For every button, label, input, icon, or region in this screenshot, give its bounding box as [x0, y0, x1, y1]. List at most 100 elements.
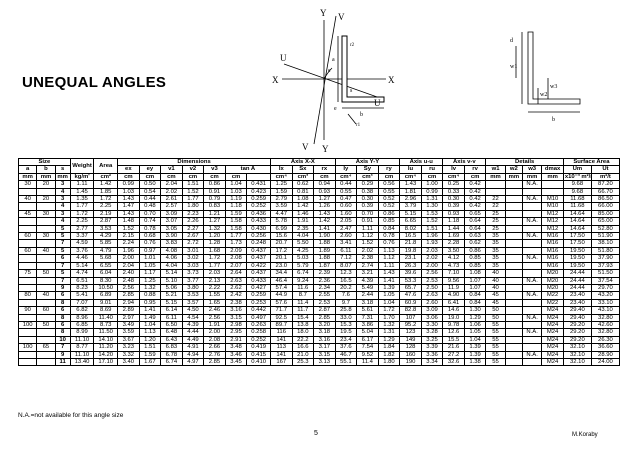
table-cell: [504, 283, 523, 293]
table-cell: 2.22: [203, 283, 226, 293]
table-cell: 1.39: [463, 350, 487, 359]
table-cell: 0.431: [246, 180, 272, 189]
table-cell: 1.04: [463, 335, 487, 345]
table-cell: 1.60: [334, 209, 358, 219]
table-cell: 11.4: [291, 298, 315, 308]
table-cell: 21.8: [399, 239, 422, 248]
table-cell: 3.59: [270, 202, 293, 211]
table-cell: 1.17: [138, 269, 162, 278]
table-cell: 2.98: [224, 320, 248, 330]
col-ry: ry: [377, 165, 401, 174]
table-cell: 2.66: [203, 343, 226, 352]
table-cell: [36, 224, 56, 234]
table-cell: 89.7: [270, 320, 293, 330]
table-cell: 8.69: [93, 306, 119, 315]
table-cell: 51.50: [590, 269, 621, 278]
table-cell: [521, 209, 543, 219]
table-cell: 3.18: [313, 328, 336, 337]
table-cell: 0.410: [246, 357, 272, 367]
table-cell: 4.39: [356, 276, 379, 285]
table-cell: 0.62: [463, 239, 487, 248]
table-cell: M16: [541, 232, 564, 241]
table-cell: 2.09: [224, 246, 248, 256]
table-cell: 6.43: [160, 335, 183, 345]
table-cell: 0.259: [246, 195, 272, 204]
table-cell: 1.46: [291, 209, 315, 219]
table-cell: 16.5: [399, 232, 422, 241]
table-cell: 0.42: [463, 187, 487, 197]
unit-cell: cm²: [93, 172, 119, 182]
table-cell: 1.28: [203, 239, 226, 248]
table-cell: 6.89: [93, 291, 119, 300]
label-x-right: X: [388, 75, 395, 85]
table-cell: [36, 357, 56, 367]
table-cell: 7.12: [334, 254, 358, 263]
table-cell: 2.56: [420, 269, 444, 278]
table-cell: 2.15: [117, 232, 140, 241]
table-cell: [521, 261, 543, 271]
table-cell: 149: [399, 335, 422, 345]
table-cell: 5.85: [93, 239, 119, 248]
table-cell: 0.65: [463, 209, 487, 219]
table-cell: 6.14: [160, 306, 183, 315]
table-cell: 37.90: [590, 254, 621, 263]
label-b: b: [360, 112, 363, 118]
table-cell: 0.79: [203, 195, 226, 204]
table-cell: 11.7: [291, 306, 315, 315]
table-cell: 0.68: [138, 232, 162, 241]
col-ru: ru: [420, 165, 444, 174]
table-cell: 20.2: [334, 283, 358, 293]
table-cell: [504, 357, 523, 367]
side-label-w2: w2: [540, 92, 547, 98]
header-dimensions: Dimensions: [117, 157, 272, 167]
col-ey: ey: [138, 165, 162, 174]
label-v-top: V: [338, 12, 345, 22]
table-cell: 24.44: [562, 276, 592, 285]
table-cell: M24: [541, 350, 564, 359]
label-x-left: X: [272, 75, 279, 85]
table-cell: 4.47: [270, 209, 293, 219]
table-cell: 0.93: [442, 209, 465, 219]
table-cell: 1.04: [377, 298, 401, 308]
table-cell: 0.86: [463, 246, 487, 256]
table-cell: 9.56: [442, 276, 465, 285]
table-cell: 2.27: [181, 224, 205, 234]
table-cell: 19.50: [562, 254, 592, 263]
table-cell: 0.42: [463, 195, 487, 204]
table-cell: 1.80: [377, 357, 401, 367]
table-cell: 1.77: [224, 232, 248, 241]
table-cell: 4.73: [442, 261, 465, 271]
unit-cell: cm⁴: [442, 172, 465, 182]
col-s: s: [54, 165, 71, 174]
table-cell: 38.10: [590, 239, 621, 248]
table-cell: 35: [485, 261, 506, 271]
table-cell: 0.38: [356, 187, 379, 197]
table-cell: M10: [541, 195, 564, 204]
table-cell: [17, 298, 38, 308]
table-cell: 8: [54, 298, 71, 308]
table-cell: 2.03: [420, 246, 444, 256]
table-cell: 43.20: [590, 291, 621, 300]
table-cell: 8.73: [93, 320, 119, 330]
table-cell: 25.8: [334, 306, 358, 315]
table-cell: 13.40: [69, 357, 95, 367]
table-cell: 26.3: [399, 261, 422, 271]
table-cell: 1.25: [270, 180, 293, 189]
header-weight: Weight: [69, 158, 95, 174]
table-cell: N.A.: [521, 313, 543, 322]
table-cell: 0.94: [313, 180, 336, 189]
table-cell: 26.30: [590, 335, 621, 345]
col-w1: w1: [485, 165, 506, 174]
table-cell: 9.68: [562, 187, 592, 197]
table-cell: 6.55: [93, 261, 119, 271]
table-cell: 16.5: [334, 276, 358, 285]
table-cell: 2.42: [224, 291, 248, 300]
table-cell: [504, 343, 523, 352]
table-cell: 1.53: [420, 209, 444, 219]
table-cell: 1.21: [203, 209, 226, 219]
table-cell: 2.74: [356, 261, 379, 271]
table-cell: 1.51: [181, 180, 205, 189]
